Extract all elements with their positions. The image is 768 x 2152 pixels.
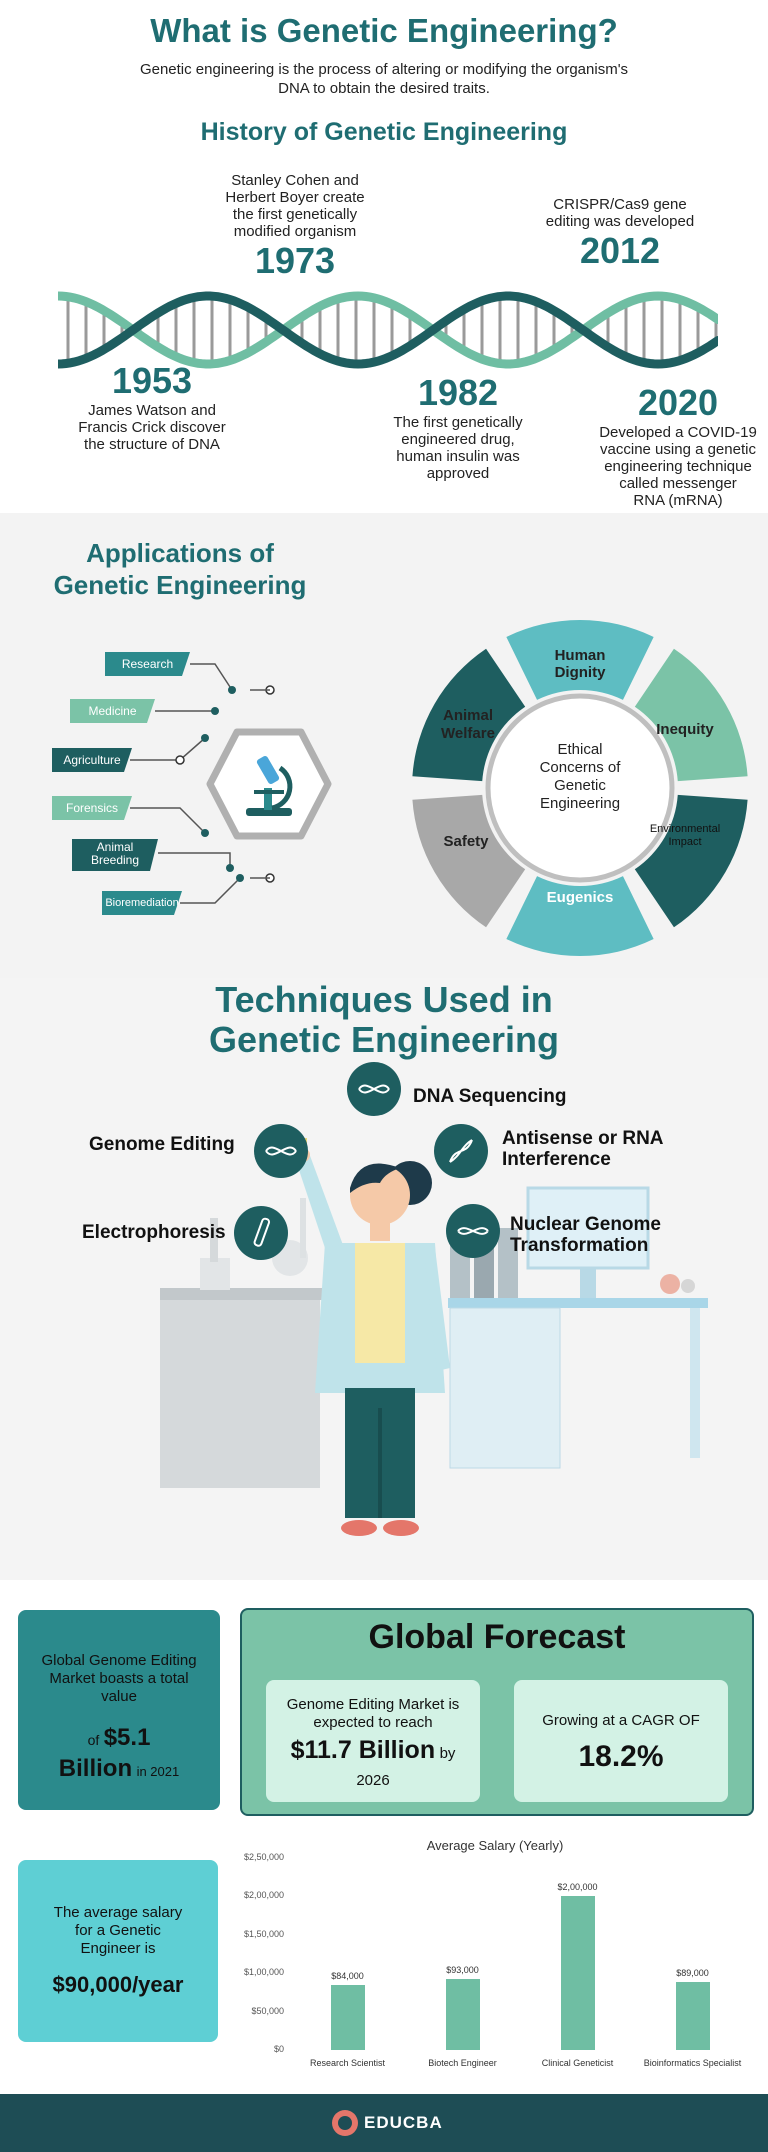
nuclear-genome-icon [446,1204,500,1258]
application-connectors [130,663,275,904]
forecast-title: Global Forecast [368,1618,626,1656]
test-tube-icon [234,1206,288,1260]
ethics-segment [634,648,748,782]
ethics-center-label: Ethical Concerns of Genetic Engineering [539,741,621,812]
x-category-label: Bioinformatics Specialist [643,2058,742,2068]
page-title: What is Genetic Engineering? [150,12,618,49]
educba-logo-icon [332,2110,358,2136]
y-tick-label: $50,000 [251,2005,284,2016]
footer-brand: EDUCBA [364,2113,443,2132]
forecast-market-card: Genome Editing Market is expected to rea… [266,1680,480,1802]
application-forensics: Forensics [52,796,132,820]
salary-bar [330,1985,365,2050]
application-animal-breeding: Animal Breeding [72,839,158,871]
bar-value-label: $84,000 [331,1971,364,1982]
ethics-ring [412,620,748,956]
ethics-eugenics: Eugenics [546,889,614,906]
ethics-human-dignity: Human Dignity [554,647,606,681]
year-1973: 1973 [254,240,336,281]
x-category-label: Clinical Geneticist [541,2058,614,2068]
chart-title: Average Salary (Yearly) [426,1838,564,1853]
market-value-card: Global Genome Editing Market boasts a to… [18,1610,220,1810]
helix-strand-dark [58,291,718,369]
cagr-card: Growing at a CAGR OF 18.2% [514,1680,728,1802]
ethics-animal-welfare: Animal Welfare [441,707,495,742]
salary-chart: Average Salary (Yearly) $0 $50,000 $1,00,0… [230,1838,760,2088]
techniques-title: Techniques Used in Genetic Engineering [208,979,560,1060]
genome-editing-icon [254,1124,308,1178]
year-2020: 2020 [637,382,719,423]
y-tick-label: $1,00,000 [243,1967,284,1978]
techniques-section: Techniques Used in Genetic Engineering [0,978,768,1580]
technique-dna-sequencing: DNA Sequencing [413,1086,567,1107]
technique-antisense-rna: Antisense or RNA Interference [502,1128,664,1170]
y-tick-label: $2,50,000 [243,1852,284,1862]
y-tick-label: $2,00,000 [243,1890,284,1901]
technique-electrophoresis: Electrophoresis [82,1222,226,1243]
ethics-segment [506,876,654,956]
technique-nuclear-genome: Nuclear Genome Transformation [510,1214,661,1256]
event-1973: Stanley Cohen and Herbert Boyer create t… [200,172,390,282]
ethics-segment [634,794,748,928]
salary-bar [560,1896,595,2050]
history-section: What is Genetic Engineering? Genetic eng… [0,0,768,513]
ethics-segment [412,648,526,782]
history-title: History of Genetic Engineering [200,118,568,146]
dna-helix [58,291,718,369]
cagr-value: 18.2% [578,1740,664,1773]
ethics-segment [506,620,654,700]
application-agriculture: Agriculture [52,748,132,772]
antisense-icon [434,1124,488,1178]
year-1953: 1953 [111,360,193,401]
x-category-label: Research Scientist [309,2058,386,2068]
x-category-label: Biotech Engineer [428,2058,497,2068]
event-1953: 1953 James Watson and Francis Crick disc… [62,360,242,453]
ethics-inequity: Inequity [656,721,714,738]
salary-value: $90,000/year [52,1972,184,1997]
application-research: Research [105,652,190,676]
ethics-segment [412,794,526,928]
y-tick-label: $0 [273,2044,284,2054]
scientist-illustration [295,1138,450,1536]
ethics-center-circle [485,693,675,883]
application-medicine: Medicine [70,699,155,723]
global-forecast-card: Global Forecast Genome Editing Market is… [240,1608,754,1816]
year-2012: 2012 [579,230,661,271]
y-tick-label: $1,50,000 [243,1928,284,1939]
salary-bar [675,1981,710,2050]
technique-genome-editing: Genome Editing [89,1134,235,1155]
stats-section: Global Genome Editing Market boasts a to… [0,1580,768,2094]
page-subtitle: Genetic engineering is the process of al… [139,61,629,97]
salary-card: The average salary for a Genetic Enginee… [18,1860,218,2042]
bar-value-label: $93,000 [446,1964,479,1975]
bar-value-label: $2,00,000 [557,1882,598,1893]
dna-sequencing-icon [347,1062,401,1116]
bar-value-label: $89,000 [676,1967,709,1978]
event-1982: 1982 The first genetically engineered dr… [368,372,548,482]
event-2012: CRISPR/Cas9 gene editing was developed 2… [530,196,710,272]
microscope-icon [206,728,332,840]
ethics-safety: Safety [443,833,489,850]
application-bioremediation: Bioremediation [102,891,182,915]
applications-title: Applications of Genetic Engineering [53,538,307,600]
salary-bar [445,1978,480,2050]
applications-section: Applications of Genetic Engineering Rese… [0,513,768,978]
year-1982: 1982 [417,372,499,413]
helix-strand-light [58,291,718,369]
event-2020: 2020 Developed a COVID-19 vaccine using … [588,382,768,509]
footer: EDUCBA [0,2094,768,2152]
ethics-environmental-impact: Environmental Impact [649,823,721,848]
